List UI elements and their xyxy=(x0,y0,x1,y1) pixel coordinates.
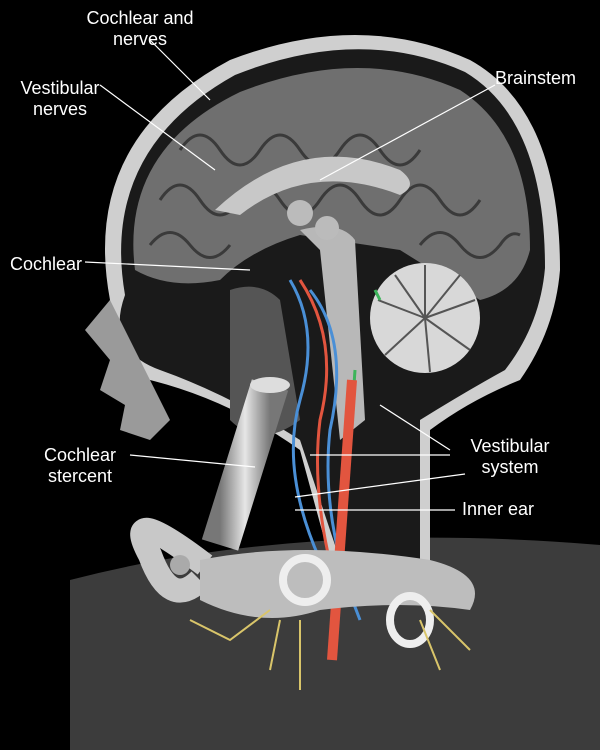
cerebellum-folia xyxy=(377,265,476,373)
label-inner-ear: Inner ear xyxy=(462,499,535,519)
label-line: Cochlear xyxy=(43,445,117,465)
leader-lines xyxy=(84,39,496,511)
label-cochlear: Cochlear xyxy=(10,254,83,274)
label-line: nerves xyxy=(112,29,168,49)
brain-gyri xyxy=(148,133,521,259)
label-vestibular-nerves: Vestibular nerves xyxy=(5,78,115,120)
label-cochlear-and-nerves: Cochlear and nerves xyxy=(55,8,225,50)
nerve-branches xyxy=(189,609,471,690)
corpus-callosum xyxy=(215,156,410,215)
label-cochlear-stercent: Cochlear stercent xyxy=(30,445,130,487)
label-line: stercent xyxy=(47,466,113,486)
label-line: Cochlear and xyxy=(86,8,194,28)
label-line: Vestibular xyxy=(470,436,550,456)
label-vestibular-system: Vestibular system xyxy=(455,436,565,478)
cochlear-loop xyxy=(130,518,213,603)
cochlear-tube xyxy=(201,379,289,551)
label-line: system xyxy=(481,457,539,477)
vestibular-body xyxy=(200,550,475,618)
label-line: nerves xyxy=(32,99,88,119)
label-line: Vestibular xyxy=(20,78,100,98)
cerebrum xyxy=(133,67,531,300)
cochlea-spiral xyxy=(170,555,190,575)
face xyxy=(85,300,170,440)
label-brainstem: Brainstem xyxy=(495,68,577,88)
artery xyxy=(327,379,357,661)
